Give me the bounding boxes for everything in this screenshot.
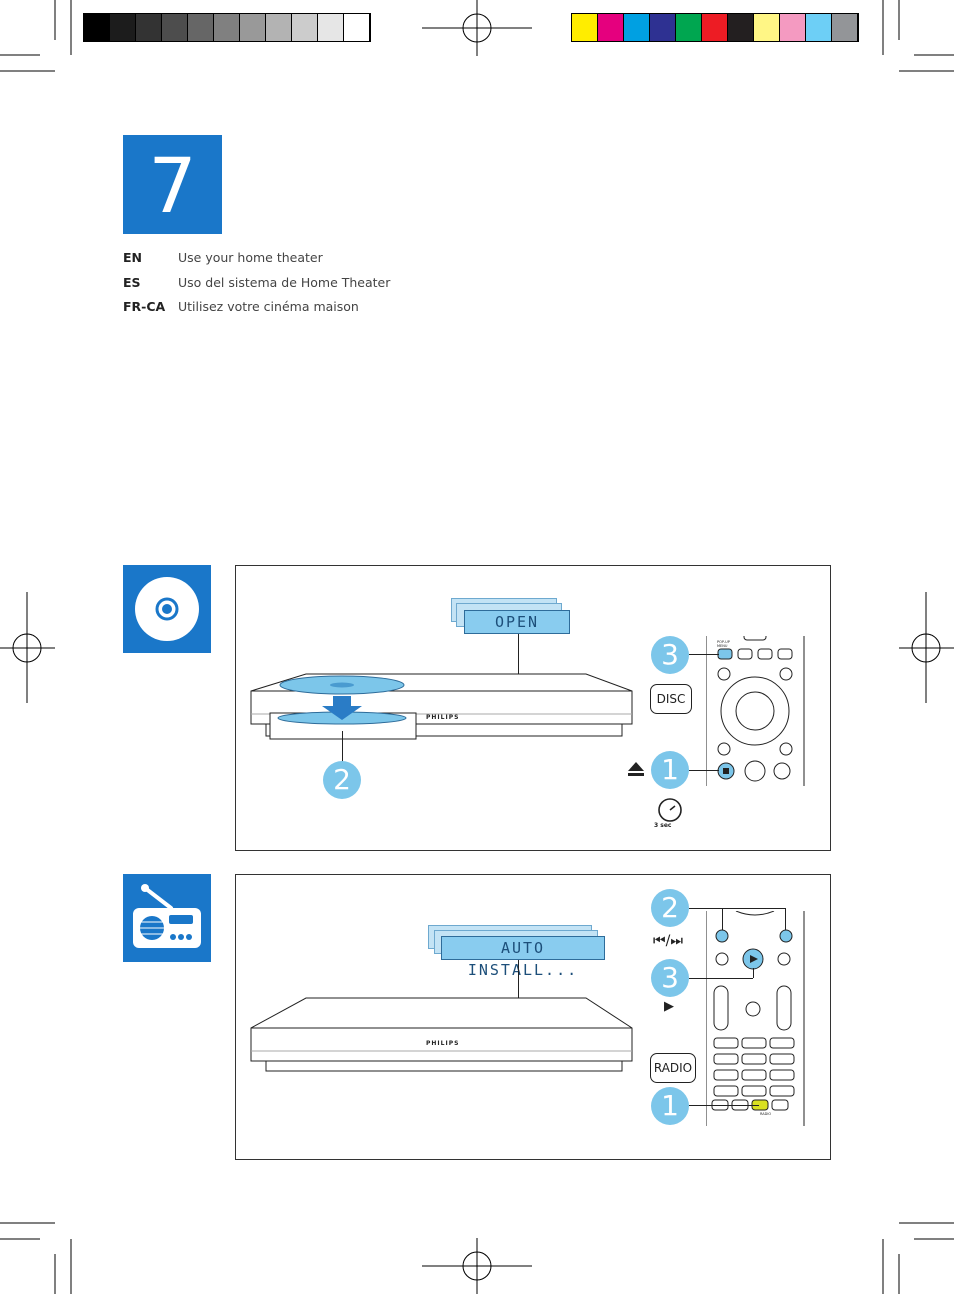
disc-key: DISC	[650, 684, 692, 714]
display-callout-line	[518, 634, 519, 698]
tray-callout-line	[342, 731, 343, 763]
home-theater-player	[250, 997, 633, 1072]
color-swatch	[110, 14, 136, 41]
color-swatch	[266, 14, 292, 41]
chapter-number: 7	[148, 141, 197, 230]
radio-icon	[133, 884, 201, 948]
color-swatch	[292, 14, 318, 41]
gray-scale-bar	[83, 13, 371, 42]
step2-callout-drop-right	[785, 908, 786, 930]
remote-tiny-label: POP-UP MENU	[717, 640, 730, 648]
front-panel-display: AUTO INSTALL...	[441, 936, 605, 979]
step-badge: 2	[323, 761, 361, 799]
skip-buttons-label: ⏮/⏭	[653, 933, 683, 949]
step3-callout-drop	[753, 968, 754, 978]
color-swatch	[676, 14, 702, 41]
color-swatch	[702, 14, 728, 41]
language-code: FR-CA	[123, 299, 166, 314]
disc-section-icon	[123, 565, 211, 653]
step-badge: 2	[651, 889, 689, 927]
color-swatch	[650, 14, 676, 41]
radio-panel: AUTO INSTALL... PHILIPS 2 ⏮/⏭ 3 ▶ RADIO …	[235, 874, 831, 1160]
step-badge: 3	[651, 959, 689, 997]
step-badge: 1	[651, 1087, 689, 1125]
play-button-label: ▶	[664, 999, 674, 1014]
step1-callout-line	[689, 770, 719, 771]
color-calibration-bar	[571, 13, 859, 42]
disc-play-panel: OPEN PHILIPS 2 DISC 3 1 3 sec	[235, 565, 831, 851]
chapter-title: Utilisez votre cinéma maison	[178, 299, 359, 314]
color-swatch	[188, 14, 214, 41]
eject-icon	[628, 762, 644, 776]
disc-icon	[135, 577, 199, 641]
chapter-title: Uso del sistema de Home Theater	[178, 275, 391, 290]
remote-tiny-label: RADIO	[760, 1112, 772, 1116]
color-swatch	[728, 14, 754, 41]
remote-control-partial	[706, 636, 805, 786]
brand-logo: PHILIPS	[426, 1040, 460, 1047]
radio-section-icon	[123, 874, 211, 962]
step-badge: 1	[651, 751, 689, 789]
color-swatch	[754, 14, 780, 41]
radio-key: RADIO	[650, 1053, 696, 1083]
color-swatch	[344, 14, 370, 41]
color-swatch	[780, 14, 806, 41]
step3-callout-line	[689, 654, 719, 655]
color-swatch	[318, 14, 344, 41]
chapter-number-box: 7	[123, 135, 222, 234]
color-swatch	[832, 14, 858, 41]
color-swatch	[624, 14, 650, 41]
timer-icon	[658, 798, 682, 822]
color-swatch	[598, 14, 624, 41]
step-badge: 3	[651, 636, 689, 674]
step2-callout-line	[689, 908, 785, 909]
color-swatch	[806, 14, 832, 41]
front-panel-display: OPEN	[464, 610, 570, 634]
language-code: ES	[123, 275, 141, 290]
step1-callout-line	[689, 1105, 759, 1106]
language-code: EN	[123, 250, 143, 265]
color-swatch	[214, 14, 240, 41]
color-swatch	[240, 14, 266, 41]
chapter-title: Use your home theater	[178, 250, 323, 265]
remote-control-partial	[706, 911, 805, 1126]
color-swatch	[136, 14, 162, 41]
color-swatch	[572, 14, 598, 41]
color-swatch	[84, 14, 110, 41]
color-swatch	[162, 14, 188, 41]
home-theater-player	[250, 673, 633, 740]
brand-logo: PHILIPS	[426, 714, 460, 721]
step2-callout-drop-left	[722, 908, 723, 930]
timer-label: 3 sec	[654, 822, 672, 829]
step3-callout-line	[689, 978, 753, 979]
